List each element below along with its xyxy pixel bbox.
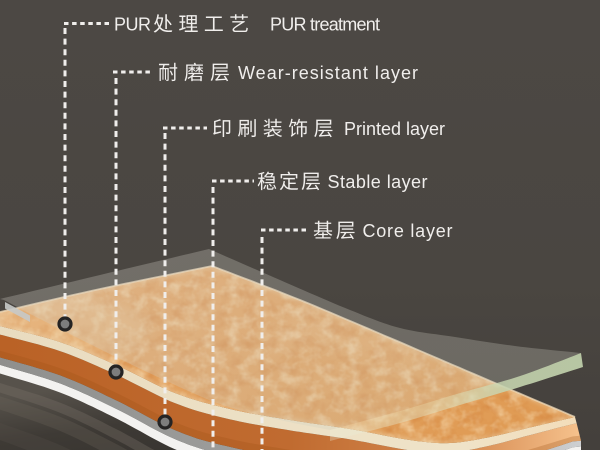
- svg-text:PUR: PUR: [114, 15, 151, 35]
- svg-text:Printed layer: Printed layer: [344, 119, 445, 139]
- svg-text:PUR treatment: PUR treatment: [270, 15, 380, 35]
- svg-text:Wear-resistant layer: Wear-resistant layer: [238, 63, 418, 83]
- svg-text:Core layer: Core layer: [363, 221, 453, 241]
- svg-text:Stable layer: Stable layer: [328, 172, 428, 192]
